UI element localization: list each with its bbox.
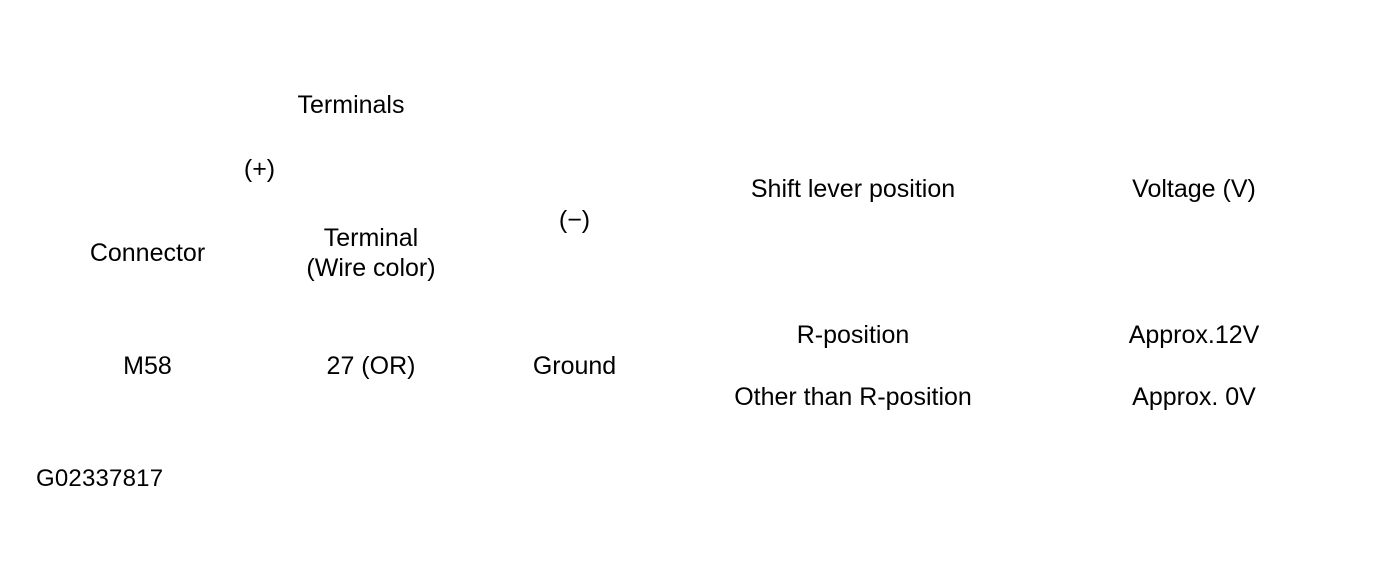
header-cell-shift-lever-position: Shift lever position [750,174,956,203]
figure-caption: G02337817 [36,465,164,492]
header-cell-positive-polarity: (+) [243,154,276,183]
cell-shift-position-value: R-position [796,321,910,350]
header-row-terminals: Terminals Shift lever position Voltage (… [36,74,1348,203]
header-cell-connector: Connector [89,238,206,267]
header-cell-voltage: Voltage (V) [1132,174,1256,203]
header-row-column-names: Connector Terminal (Wire color) [36,202,1348,305]
header-cell-negative-polarity: (−) [558,206,591,235]
cell-voltage-value: Approx.12V [1128,321,1260,350]
header-row-polarity: (+) (−) [36,137,1348,235]
table-row: M58 27 (OR) Ground R-position Approx.12V [36,305,1348,380]
cell-terminal-value: 27 (OR) [326,351,416,380]
voltage-spec-table: Terminals Shift lever position Voltage (… [36,74,1348,428]
header-cell-terminals: Terminals [297,90,405,119]
header-cell-terminal-wire-color: Terminal (Wire color) [259,202,483,305]
table-row: Other than R-position Approx. 0V [36,367,1348,428]
terminal-label-line2: (Wire color) [306,253,436,282]
cell-shift-position-value: Other than R-position [734,382,972,411]
cell-negative-value: Ground [532,351,617,380]
cell-voltage-value: Approx. 0V [1132,382,1256,411]
cell-connector-value: M58 [123,351,172,380]
terminal-label-line1: Terminal [323,224,419,252]
